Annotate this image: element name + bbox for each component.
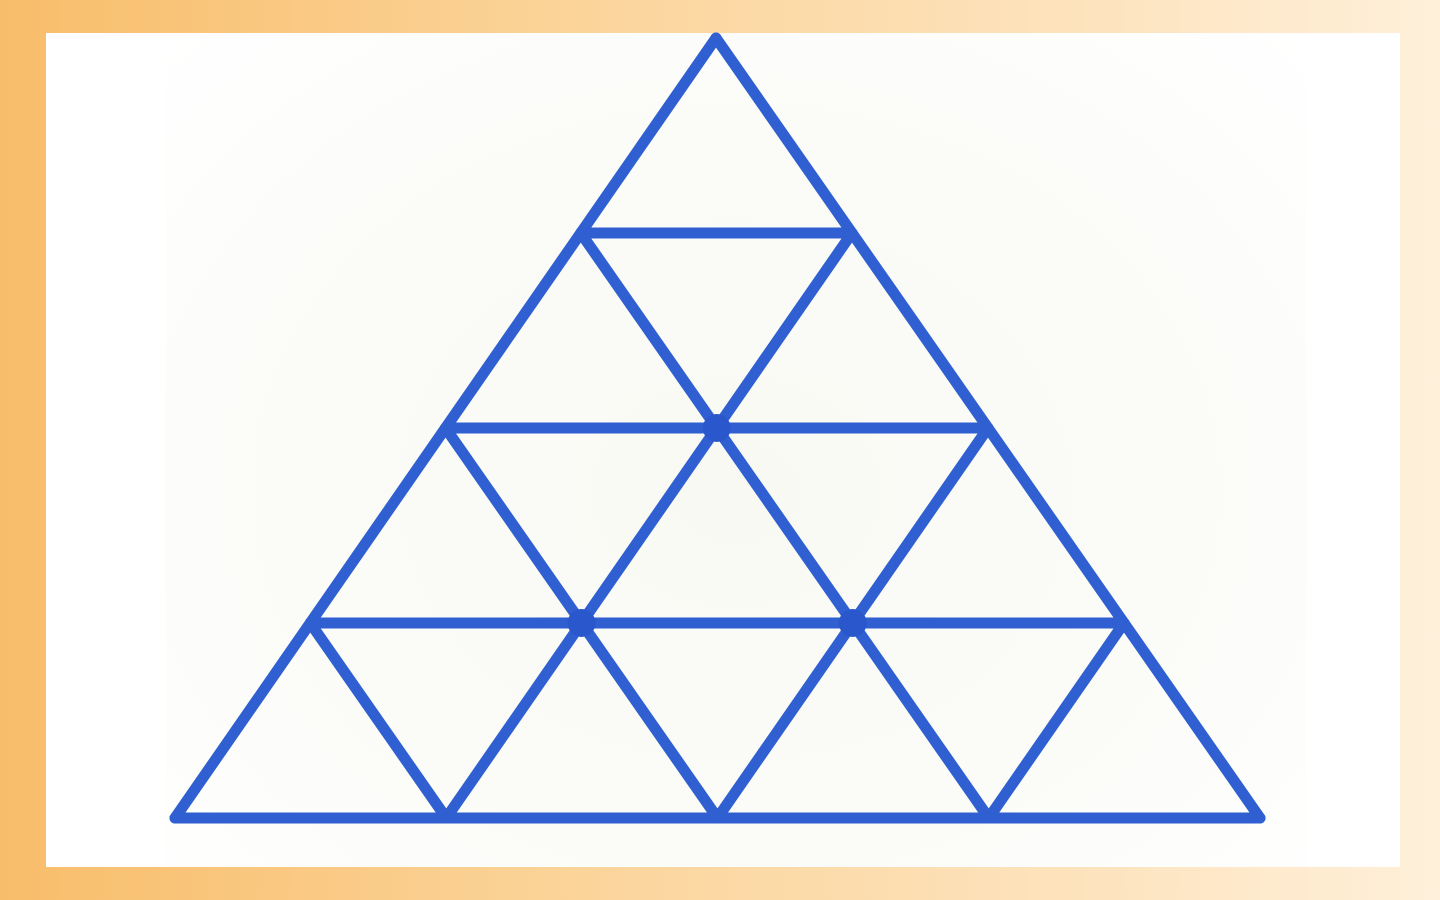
- diagonal-line-left-parallel: [440, 227, 858, 824]
- diagonal-line-left-parallel: [983, 617, 1130, 824]
- junction-node: [838, 609, 867, 637]
- diagonal-line-right-parallel: [575, 227, 995, 824]
- junction-node: [567, 609, 596, 637]
- diagonal-line-right-parallel: [304, 617, 452, 824]
- junction-node: [702, 414, 731, 442]
